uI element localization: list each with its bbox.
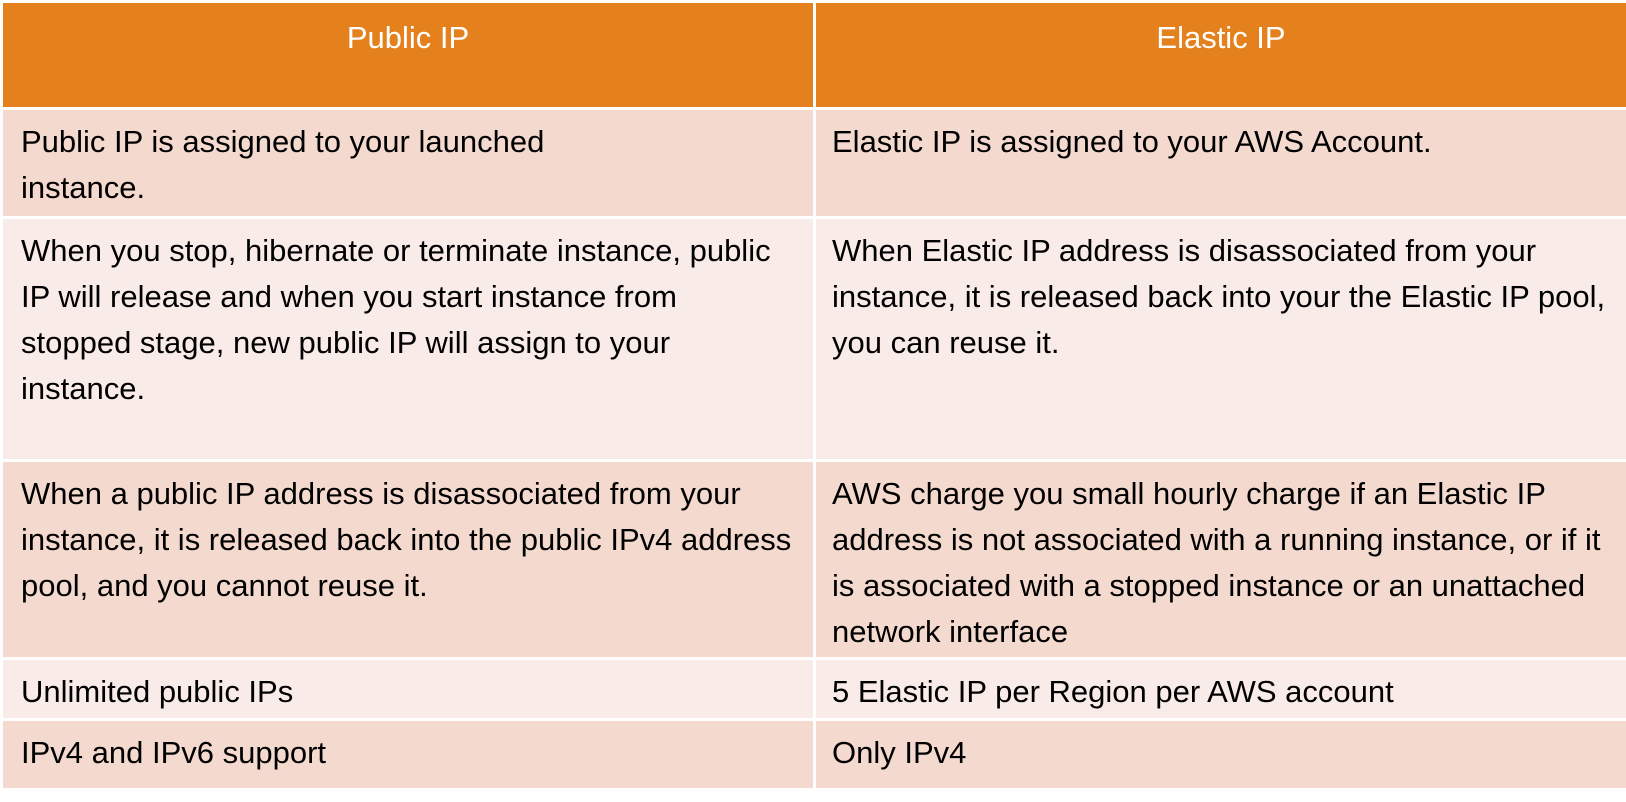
elastic-ip-cell: Only IPv4 <box>813 718 1626 791</box>
header-public-ip: Public IP <box>0 0 816 110</box>
elastic-ip-cell: Elastic IP is assigned to your AWS Accou… <box>813 107 1626 219</box>
table-row: When you stop, hibernate or terminate in… <box>0 216 1626 462</box>
elastic-ip-cell: 5 Elastic IP per Region per AWS account <box>813 657 1626 721</box>
public-ip-cell: Unlimited public IPs <box>0 657 816 721</box>
elastic-ip-cell: When Elastic IP address is disassociated… <box>813 216 1626 462</box>
header-elastic-ip: Elastic IP <box>813 0 1626 110</box>
public-ip-cell: When you stop, hibernate or terminate in… <box>0 216 816 462</box>
public-ip-cell: When a public IP address is disassociate… <box>0 459 816 660</box>
table-row: When a public IP address is disassociate… <box>0 459 1626 660</box>
public-ip-cell: IPv4 and IPv6 support <box>0 718 816 791</box>
public-ip-cell: Public IP is assigned to your launched i… <box>0 107 816 219</box>
table-row: Unlimited public IPs 5 Elastic IP per Re… <box>0 657 1626 721</box>
elastic-ip-cell: AWS charge you small hourly charge if an… <box>813 459 1626 660</box>
header-row: Public IP Elastic IP <box>0 0 1626 110</box>
table-row: Public IP is assigned to your launched i… <box>0 107 1626 219</box>
table-row: IPv4 and IPv6 support Only IPv4 <box>0 718 1626 791</box>
